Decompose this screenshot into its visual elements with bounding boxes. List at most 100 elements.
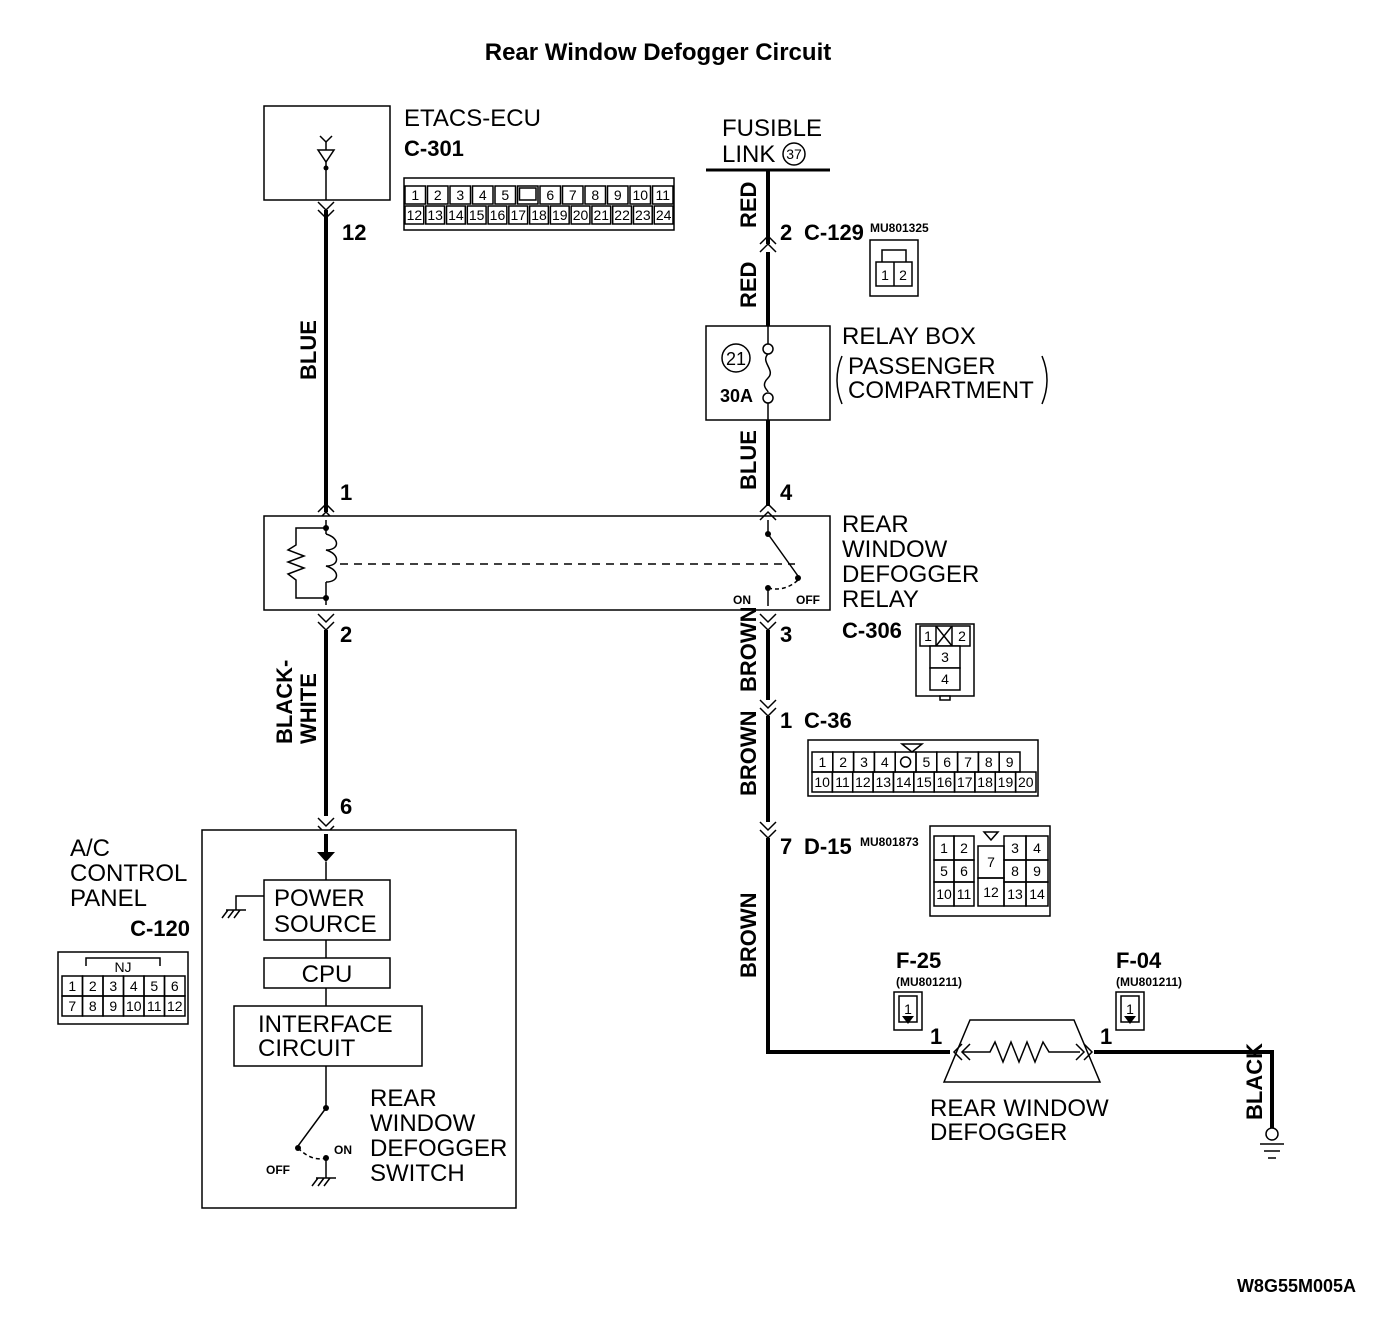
c36-cell: 7 — [964, 754, 972, 770]
ac-label-1: A/C — [70, 835, 110, 862]
f04-face: 1 — [1115, 991, 1145, 1031]
power-source-1: POWER — [274, 885, 365, 912]
d15-connector: D-15 — [804, 834, 852, 859]
d15-cell: 3 — [1011, 840, 1019, 856]
ac-pin: 6 — [340, 794, 352, 819]
c36-cell: 8 — [985, 754, 993, 770]
interface-1: INTERFACE — [258, 1011, 393, 1038]
f25-connector: F-25 — [896, 948, 941, 973]
fuse-rating: 30A — [720, 386, 753, 406]
relay-pin-bottom-left: 2 — [340, 622, 352, 647]
defogger-label-2: DEFOGGER — [930, 1119, 1067, 1146]
c129-pin: 2 — [780, 220, 792, 245]
c36-connector: C-36 — [804, 708, 852, 733]
c129-pin-1: 1 — [881, 267, 889, 283]
etacs-cell: 13 — [427, 207, 443, 223]
f04-part: (MU801211) — [1116, 975, 1182, 989]
relay-box-sub2: COMPARTMENT — [848, 377, 1034, 404]
etacs-cell: 9 — [614, 187, 622, 203]
d15-cell: 12 — [983, 884, 999, 900]
d15-cell: 13 — [1007, 886, 1023, 902]
relay-pin-top-right: 4 — [780, 480, 793, 505]
ac-connector-tag: NJ — [114, 959, 131, 975]
d15-cell: 2 — [960, 840, 968, 856]
c306-pin-3: 3 — [941, 649, 949, 665]
ac-cell: 6 — [171, 978, 179, 994]
ac-cell: 10 — [126, 998, 142, 1014]
wire-blue-left: BLUE — [296, 320, 321, 380]
fusible-number: 37 — [786, 146, 802, 162]
etacs-cell: 5 — [501, 187, 509, 203]
rear-window-defogger — [942, 1019, 1102, 1083]
relay-on: ON — [733, 593, 751, 607]
c36-cell: 11 — [835, 774, 850, 790]
fusible-line2: LINK — [722, 141, 775, 168]
ac-cell: 4 — [130, 978, 138, 994]
f25-face: 1 — [893, 991, 923, 1031]
etacs-cell: 10 — [632, 187, 648, 203]
f04-pin-1: 1 — [1126, 1001, 1134, 1017]
fusible-line1: FUSIBLE — [722, 115, 822, 142]
f04-connector: F-04 — [1116, 948, 1162, 973]
defogger-pin-left: 1 — [930, 1024, 942, 1049]
c36-cell: 20 — [1018, 774, 1034, 790]
etacs-cell: 18 — [531, 207, 547, 223]
etacs-cell: 14 — [448, 207, 464, 223]
wire-brown-1: BROWN — [736, 606, 761, 692]
c36-cell: 17 — [957, 774, 973, 790]
c36-cell: 18 — [977, 774, 993, 790]
c129-face: 1 2 — [869, 239, 919, 297]
defogger-pin-right: 1 — [1100, 1024, 1112, 1049]
d15-cell: 1 — [940, 840, 948, 856]
c36-cell: 15 — [916, 774, 932, 790]
d15-cell: 8 — [1011, 863, 1019, 879]
etacs-cell: 23 — [635, 207, 651, 223]
defogger-relay: ON OFF REAR WINDOW DEFOGGER RELAY — [263, 511, 979, 613]
f25-pin-1: 1 — [904, 1001, 912, 1017]
ground-icon — [1260, 1127, 1284, 1159]
f25-part: (MU801211) — [896, 975, 962, 989]
d15-cell: 5 — [940, 863, 948, 879]
etacs-cell: 8 — [591, 187, 599, 203]
d15-pin: 7 — [780, 834, 792, 859]
ac-cell: 11 — [147, 998, 162, 1014]
wire-brown-3: BROWN — [736, 892, 761, 978]
d15-cell: 6 — [960, 863, 968, 879]
etacs-cell: 21 — [594, 207, 610, 223]
etacs-cell: 20 — [573, 207, 589, 223]
c36-cell: 16 — [937, 774, 953, 790]
c129-connector: C-129 — [804, 220, 864, 245]
etacs-cell: 11 — [655, 187, 670, 203]
c129-pin-2: 2 — [899, 267, 907, 283]
c306-pin-4: 4 — [941, 671, 949, 687]
cpu-label: CPU — [302, 961, 353, 988]
c306-connector: C-306 — [842, 618, 902, 643]
etacs-pin: 12 — [342, 220, 366, 245]
wire-red-top: RED — [736, 182, 761, 228]
switch-label-2: WINDOW — [370, 1110, 476, 1137]
etacs-cell: 12 — [407, 207, 423, 223]
d15-cell: 10 — [936, 886, 952, 902]
c306-pin-1: 1 — [924, 628, 932, 644]
ac-cell: 8 — [89, 998, 97, 1014]
ac-cell: 1 — [68, 978, 76, 994]
relay-box-sub1: PASSENGER — [848, 353, 996, 380]
wire-white: WHITE — [296, 673, 321, 744]
d15-cell: 11 — [957, 886, 972, 902]
relay-pin-top-left: 1 — [340, 480, 352, 505]
c36-cell: 6 — [943, 754, 951, 770]
etacs-cell: 2 — [434, 187, 442, 203]
c36-cell: 1 — [819, 754, 827, 770]
c306-face: 1 2 3 4 — [915, 623, 975, 701]
etacs-cell: 22 — [614, 207, 630, 223]
etacs-cell: 3 — [456, 187, 464, 203]
wire-black-dash: BLACK- — [272, 660, 297, 744]
ac-cell: 7 — [68, 998, 76, 1014]
interface-2: CIRCUIT — [258, 1035, 356, 1062]
wire-blue-right: BLUE — [736, 430, 761, 490]
c36-cell: 19 — [998, 774, 1014, 790]
relay-label-2: WINDOW — [842, 536, 948, 563]
